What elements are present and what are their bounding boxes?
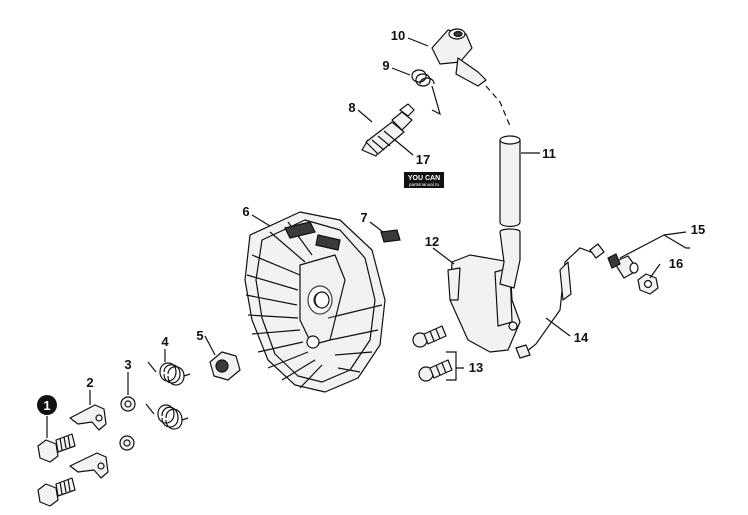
callout-9: 9: [382, 58, 389, 73]
leader-7: [369, 221, 384, 233]
leader-14: [545, 317, 571, 337]
ignition-lead-tube[interactable]: [499, 135, 521, 228]
pawl-bolt-upper[interactable]: [37, 433, 76, 463]
callout-1: 1: [43, 398, 50, 413]
flywheel-nut[interactable]: [209, 351, 241, 381]
leader-8: [357, 109, 373, 123]
callout-16: 16: [669, 256, 683, 271]
pawl-spring-lower[interactable]: [145, 403, 189, 430]
leader-15: [619, 231, 690, 259]
lead-path-dashed: [485, 85, 511, 127]
callout-15: 15: [691, 222, 705, 237]
module-screw-lower[interactable]: [418, 359, 453, 382]
stop-switch[interactable]: [607, 253, 639, 279]
callout-17: 17: [416, 152, 430, 167]
callout-8: 8: [348, 100, 355, 115]
pawl-lower[interactable]: [69, 452, 109, 479]
pawl-bolt-lower[interactable]: [37, 477, 76, 507]
callout-4: 4: [161, 334, 169, 349]
cap-spring[interactable]: [411, 69, 441, 116]
callout-5: 5: [196, 328, 203, 343]
washer-lower[interactable]: [119, 435, 135, 451]
callout-11: 11: [542, 146, 556, 161]
leader-13: [446, 351, 464, 381]
washer-upper[interactable]: [120, 396, 136, 412]
callout-12: 12: [425, 234, 439, 249]
leader-9: [391, 67, 411, 76]
callout-10: 10: [391, 28, 405, 43]
callout-3: 3: [124, 357, 131, 372]
spark-plug-cap[interactable]: [431, 28, 487, 87]
flywheel-key[interactable]: [380, 229, 401, 243]
callout-6: 6: [242, 204, 249, 219]
ignition-module[interactable]: [447, 228, 521, 353]
leader-12: [432, 247, 455, 265]
callout-1-badge: [37, 395, 57, 415]
callout-13: 13: [469, 360, 483, 375]
callout-2: 2: [86, 375, 93, 390]
leader-17: [394, 139, 414, 156]
leader-6: [251, 214, 271, 227]
leader-5: [204, 335, 216, 356]
watermark-line1: YOU CAN: [408, 175, 440, 182]
leader-16: [649, 263, 661, 279]
module-screw-upper[interactable]: [412, 325, 447, 348]
short-circuit-wire[interactable]: [515, 243, 605, 359]
flywheel[interactable]: [244, 211, 386, 393]
spark-plug[interactable]: [361, 103, 415, 157]
watermark-logo: YOU CAN partsmanual.ru: [404, 172, 444, 188]
pawl-upper[interactable]: [69, 404, 107, 431]
callout-14: 14: [574, 330, 589, 345]
callout-7: 7: [360, 210, 367, 225]
watermark-line2: partsmanual.ru: [409, 182, 440, 187]
switch-nut[interactable]: [637, 273, 659, 295]
leader-10: [407, 37, 429, 47]
pawl-spring-upper[interactable]: [147, 361, 191, 386]
